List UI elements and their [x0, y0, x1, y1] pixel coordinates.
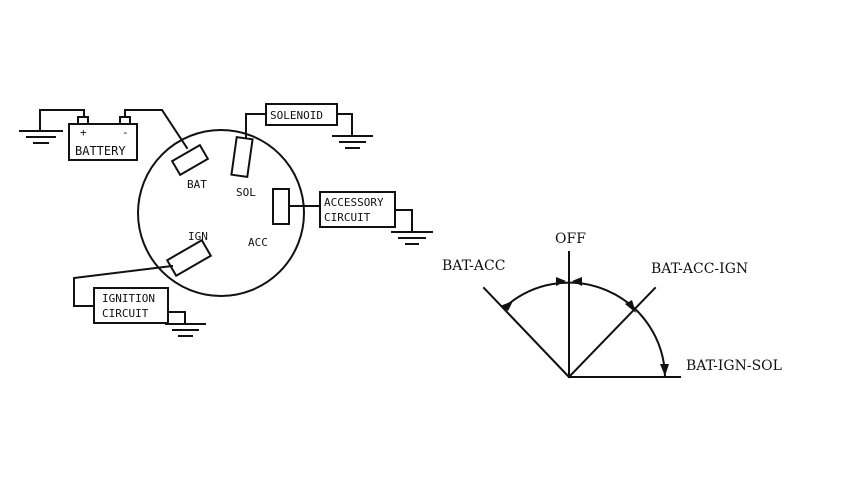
- terminal-ign-label: IGN: [188, 230, 208, 243]
- accessory-label-line1: ACCESSORY: [324, 196, 384, 209]
- battery-plus-sign: +: [80, 126, 87, 139]
- arrowhead-bat-acc-ign: [625, 300, 636, 313]
- terminal-sol-contact: [230, 135, 254, 179]
- battery-to-bat-wire: [124, 109, 189, 150]
- battery-ground-symbol: [19, 109, 63, 144]
- arrowhead-bat-ign-sol: [660, 364, 669, 376]
- ignition-label-line1: IGNITION: [102, 292, 155, 305]
- switch-body: [137, 129, 305, 297]
- sol-to-solenoid-wire: [245, 113, 267, 139]
- terminal-bat-label: BAT: [187, 178, 207, 191]
- position-bat-acc-ign-label: BAT-ACC-IGN: [651, 261, 748, 277]
- arrowhead-off-left: [556, 277, 566, 286]
- bat-acc-ign-position-line: [567, 286, 657, 379]
- arrowhead-bat-acc: [500, 301, 513, 311]
- terminal-ign-contact: [165, 238, 213, 278]
- terminal-sol-label: SOL: [236, 186, 256, 199]
- ignition-ground-symbol: [165, 323, 206, 337]
- bat-acc-position-line: [482, 286, 571, 379]
- rotation-arc: [502, 281, 667, 379]
- accessory-label-line2: CIRCUIT: [324, 211, 371, 224]
- terminal-acc-label: ACC: [248, 236, 268, 249]
- ign-to-ignition-wire: [73, 264, 174, 307]
- solenoid-ground-symbol: [332, 135, 373, 149]
- battery-minus-sign: -: [122, 126, 129, 139]
- accessory-ground-symbol: [391, 231, 433, 245]
- terminal-bat-contact: [170, 143, 210, 177]
- arrowhead-off-right: [572, 277, 582, 286]
- accessory-ground-wire: [394, 209, 413, 233]
- solenoid-ground-wire: [336, 113, 353, 137]
- solenoid-label: SOLENOID: [270, 109, 323, 122]
- position-off-label: OFF: [555, 231, 586, 247]
- position-bat-acc-label: BAT-ACC: [442, 258, 505, 274]
- battery-symbol: [68, 116, 138, 161]
- battery-label: BATTERY: [75, 144, 126, 158]
- ignition-label-line2: CIRCUIT: [102, 307, 149, 320]
- battery-ground-wire: [39, 109, 85, 118]
- terminal-acc-contact: [272, 188, 290, 225]
- ignition-circuit-box: [93, 287, 169, 324]
- position-bat-ign-sol-label: BAT-IGN-SOL: [686, 358, 782, 374]
- ignition-ground-wire: [167, 311, 186, 325]
